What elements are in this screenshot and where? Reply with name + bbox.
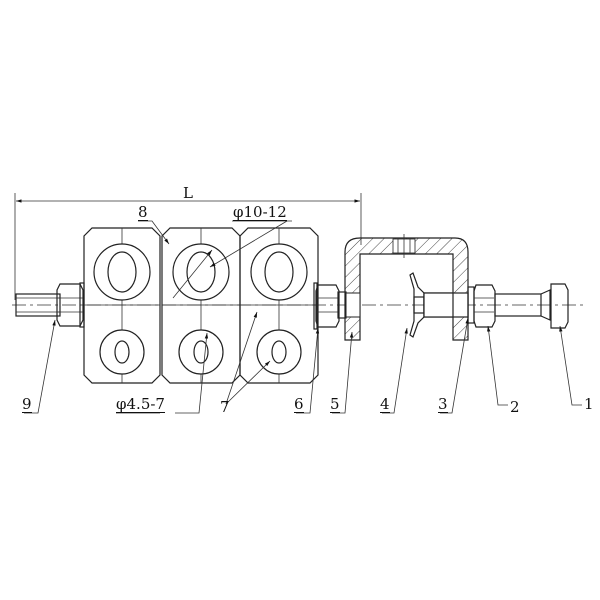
part-label-5: 5: [330, 395, 340, 413]
part-label-2: 2: [510, 398, 520, 416]
leader-line: [440, 317, 469, 414]
nut-6: [313, 282, 347, 330]
small-hole-annotation: φ4.5-7: [116, 395, 165, 413]
clamp-block: [161, 227, 241, 384]
leader-line: [332, 331, 354, 414]
part-label-6: 6: [294, 395, 304, 413]
stud-9: [15, 282, 85, 328]
leader-line: [172, 249, 213, 299]
clamp-block: [83, 227, 161, 384]
leader-line: [296, 327, 320, 414]
part-label-4: 4: [380, 395, 390, 413]
leader-line: [487, 325, 508, 406]
dimension-l: [14, 193, 362, 300]
part-label-7: 7: [220, 398, 230, 416]
large-hole-annotation: φ10-12: [233, 203, 287, 221]
part-label-9: 9: [22, 395, 32, 413]
part-label-1: 1: [584, 395, 594, 413]
clamp-block: [239, 227, 319, 384]
clamp-blocks: [83, 227, 319, 384]
leader-line: [559, 325, 582, 406]
bracket-5: [344, 237, 469, 341]
part-label-8: 8: [138, 203, 148, 221]
leader-line: [225, 311, 258, 405]
leader-line: [175, 332, 209, 414]
leader-line: [225, 360, 271, 405]
leader-line: [138, 220, 170, 245]
dimension-label: L: [183, 184, 193, 202]
leader-line: [24, 319, 56, 414]
bolt-1: [423, 283, 569, 329]
leader-lines: [24, 220, 582, 414]
leader-line: [209, 220, 288, 268]
part-label-3: 3: [438, 395, 448, 413]
leader-line: [382, 327, 408, 414]
